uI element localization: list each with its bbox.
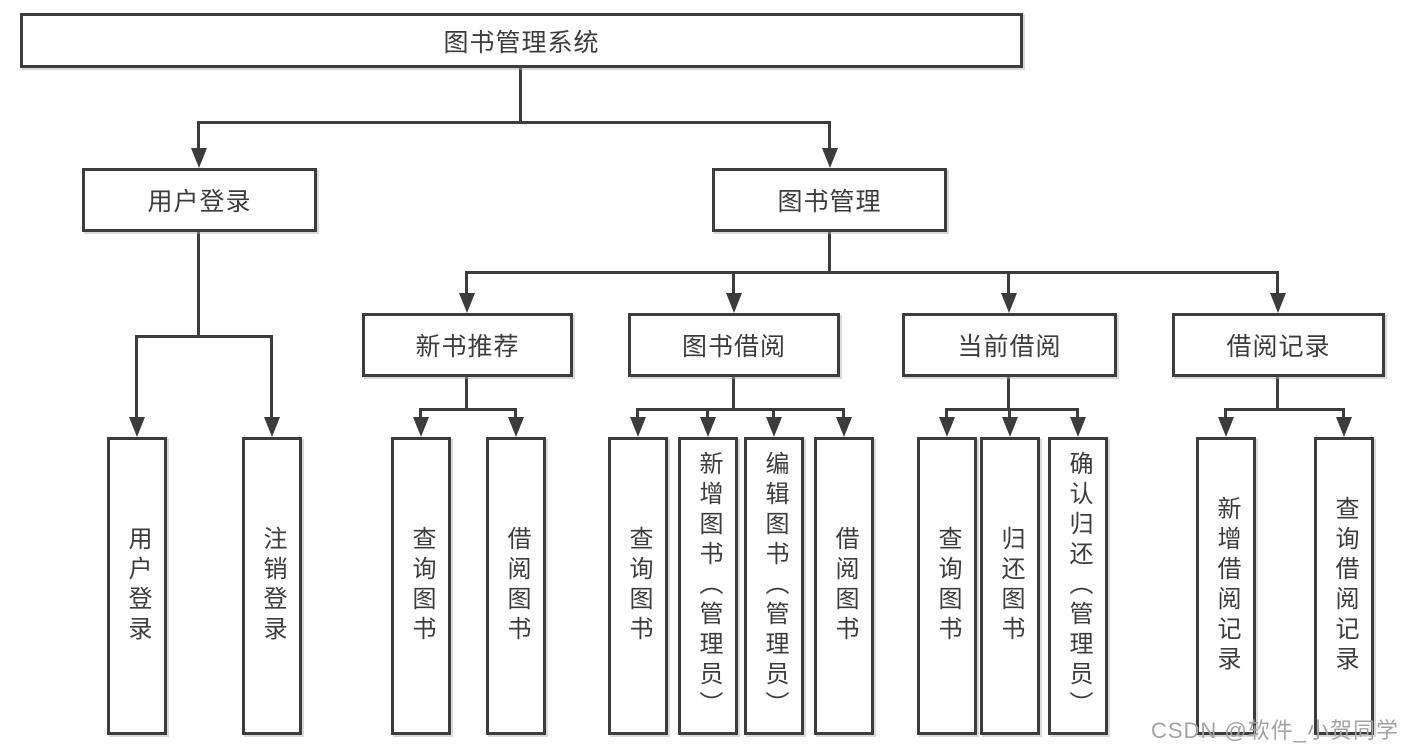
arrowhead <box>726 293 742 313</box>
connector-to-current <box>1007 271 1010 295</box>
connector-root-stem <box>519 68 522 121</box>
arrowhead <box>822 148 838 168</box>
node-borrow-records: 借阅记录 <box>1172 313 1385 377</box>
leaf-confirm-return-admin: 确认归还（管理员） <box>1048 437 1108 735</box>
connector-borrow-stem <box>732 377 735 408</box>
connector-to-leaf <box>135 335 138 419</box>
leaf-edit-books-admin: 编辑图书（管理员） <box>744 437 804 735</box>
connector-to-leaf <box>706 408 709 420</box>
connector-new-books-stem <box>465 377 468 408</box>
connector-borrow-split <box>636 408 845 411</box>
connector-user-login-stem <box>197 232 200 335</box>
connector-to-new-books <box>465 271 468 295</box>
arrowhead <box>1336 417 1352 437</box>
arrowhead <box>413 417 429 437</box>
leaf-query-books-borrow: 查询图书 <box>608 437 668 735</box>
connector-to-leaf <box>636 408 639 420</box>
connector-user-login-split <box>135 335 273 338</box>
arrowhead <box>1070 417 1086 437</box>
connector-book-mgmt-stem <box>828 232 831 271</box>
leaf-add-borrow-record: 新增借阅记录 <box>1196 437 1256 735</box>
connector-to-leaf <box>772 408 775 420</box>
watermark: CSDN @软件_小贺同学 <box>1150 718 1399 743</box>
connector-records-stem <box>1276 377 1279 408</box>
arrowhead <box>191 148 207 168</box>
leaf-query-books-current: 查询图书 <box>917 437 977 735</box>
connector-to-records <box>1276 271 1279 295</box>
leaf-user-login: 用户登录 <box>107 437 167 735</box>
arrowhead <box>1270 293 1286 313</box>
connector-root-split <box>197 121 831 124</box>
leaf-borrow-books-recommend: 借阅图书 <box>486 437 546 735</box>
arrowhead <box>1218 417 1234 437</box>
connector-current-stem <box>1007 377 1010 408</box>
connector-to-leaf <box>945 408 948 420</box>
node-current-borrow: 当前借阅 <box>902 313 1117 377</box>
connector-to-leaf <box>1076 408 1079 420</box>
leaf-query-borrow-record: 查询借阅记录 <box>1314 437 1374 735</box>
node-book-management: 图书管理 <box>712 168 947 232</box>
leaf-logout: 注销登录 <box>242 437 302 735</box>
node-user-login: 用户登录 <box>82 168 317 232</box>
connector-to-leaf <box>1342 408 1345 420</box>
connector-to-leaf <box>270 335 273 419</box>
arrowhead <box>630 417 646 437</box>
connector-new-books-split <box>419 408 517 411</box>
connector-records-split <box>1224 408 1345 411</box>
node-book-borrow: 图书借阅 <box>628 313 840 377</box>
node-new-book-recommend: 新书推荐 <box>362 313 573 377</box>
connector-to-leaf <box>419 408 422 420</box>
arrowhead <box>700 417 716 437</box>
arrowhead <box>1002 417 1018 437</box>
leaf-return-books: 归还图书 <box>980 437 1040 735</box>
connector-to-user-login <box>197 121 200 150</box>
arrowhead <box>264 417 280 437</box>
leaf-query-books-recommend: 查询图书 <box>391 437 451 735</box>
arrowhead <box>766 417 782 437</box>
node-root: 图书管理系统 <box>20 13 1023 68</box>
leaf-borrow-books: 借阅图书 <box>814 437 874 735</box>
connector-to-borrow <box>732 271 735 295</box>
connector-to-leaf <box>1224 408 1227 420</box>
connector-book-mgmt-split <box>465 271 1279 274</box>
connector-to-leaf <box>842 408 845 420</box>
arrowhead <box>1001 293 1017 313</box>
arrowhead <box>939 417 955 437</box>
arrowhead <box>508 417 524 437</box>
arrowhead <box>836 417 852 437</box>
connector-to-book-mgmt <box>828 121 831 150</box>
arrowhead <box>129 417 145 437</box>
leaf-add-books-admin: 新增图书（管理员） <box>678 437 738 735</box>
connector-current-split <box>945 408 1079 411</box>
connector-to-leaf <box>1008 408 1011 420</box>
arrowhead <box>459 293 475 313</box>
connector-to-leaf <box>514 408 517 420</box>
